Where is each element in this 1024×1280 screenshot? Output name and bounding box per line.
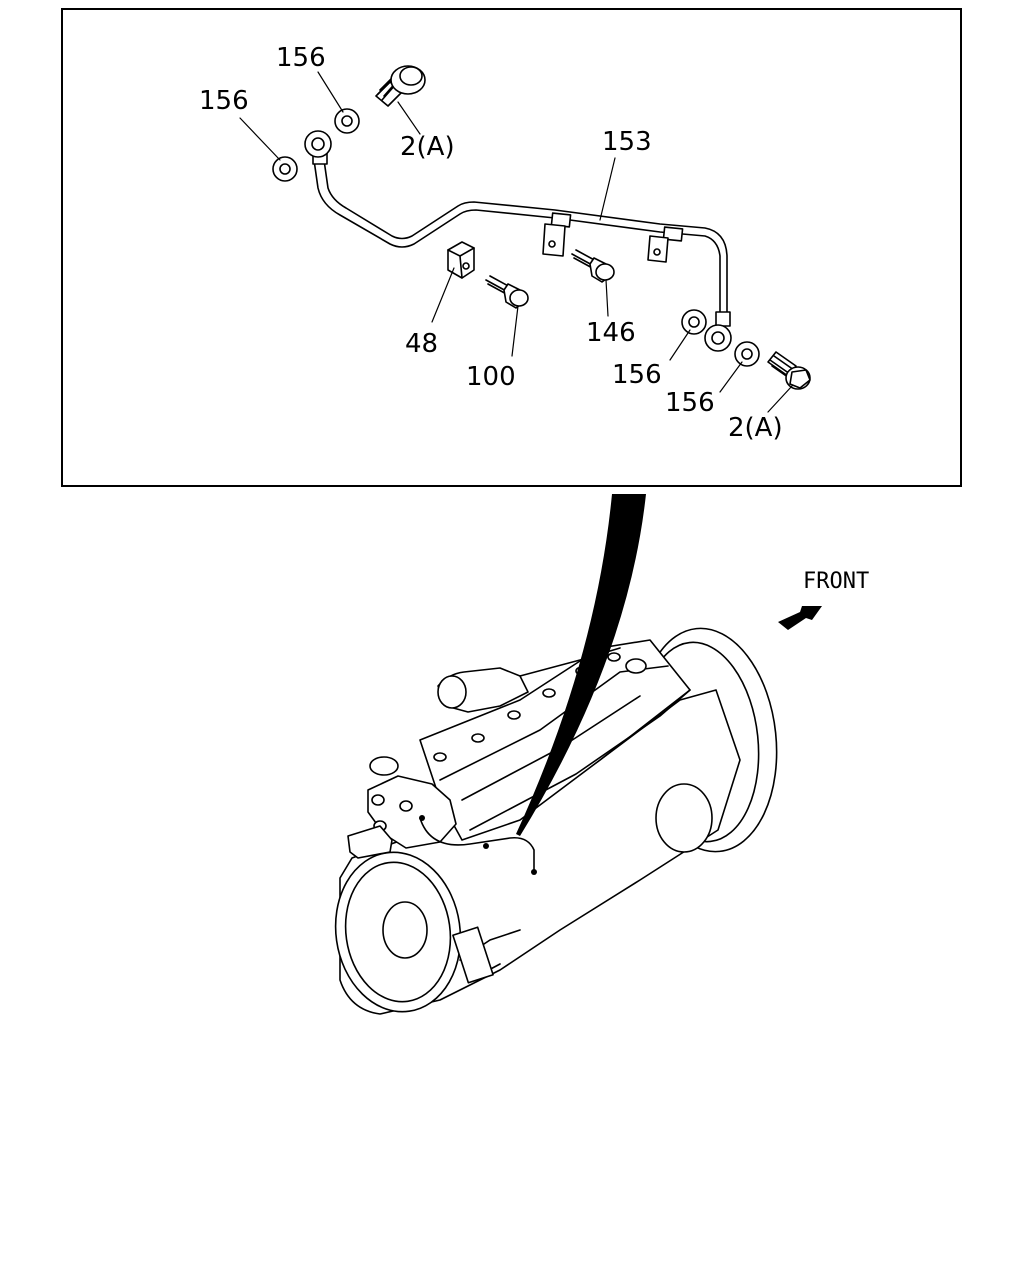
clip-bracket-right	[647, 235, 669, 263]
washer-156-right-a	[681, 309, 707, 335]
callout-2a-right: 2(A)	[728, 413, 783, 443]
callout-156-top: 156	[276, 43, 326, 73]
front-label: FRONT	[803, 569, 869, 594]
detail-inset-frame	[61, 8, 962, 487]
leader-lines	[239, 71, 793, 413]
detail-callout-ribbon	[516, 494, 646, 836]
callout-156-right-b: 156	[665, 388, 715, 418]
callout-156-top-left: 156	[199, 86, 249, 116]
front-arrow-icon	[778, 606, 822, 630]
banjo-fitting-right	[704, 311, 732, 352]
callout-156-right-a: 156	[612, 360, 662, 390]
pipe-153	[313, 159, 728, 313]
bolt-146	[571, 249, 615, 283]
eye-bolt-2a-top	[375, 65, 426, 107]
bolt-100	[485, 275, 529, 309]
callout-146: 146	[586, 318, 636, 348]
banjo-fitting-left	[304, 130, 332, 165]
callout-153: 153	[602, 127, 652, 157]
washer-156-right-b	[734, 341, 760, 367]
eye-bolt-2a-right	[767, 351, 811, 390]
clip-bracket-center	[542, 223, 566, 257]
bracket-48	[447, 241, 475, 279]
callout-2a-top: 2(A)	[400, 132, 455, 162]
washer-156-top	[334, 108, 360, 134]
callout-48: 48	[405, 329, 438, 359]
engine-illustration	[334, 627, 778, 1015]
callout-100: 100	[466, 362, 516, 392]
washer-156-left	[272, 156, 298, 182]
